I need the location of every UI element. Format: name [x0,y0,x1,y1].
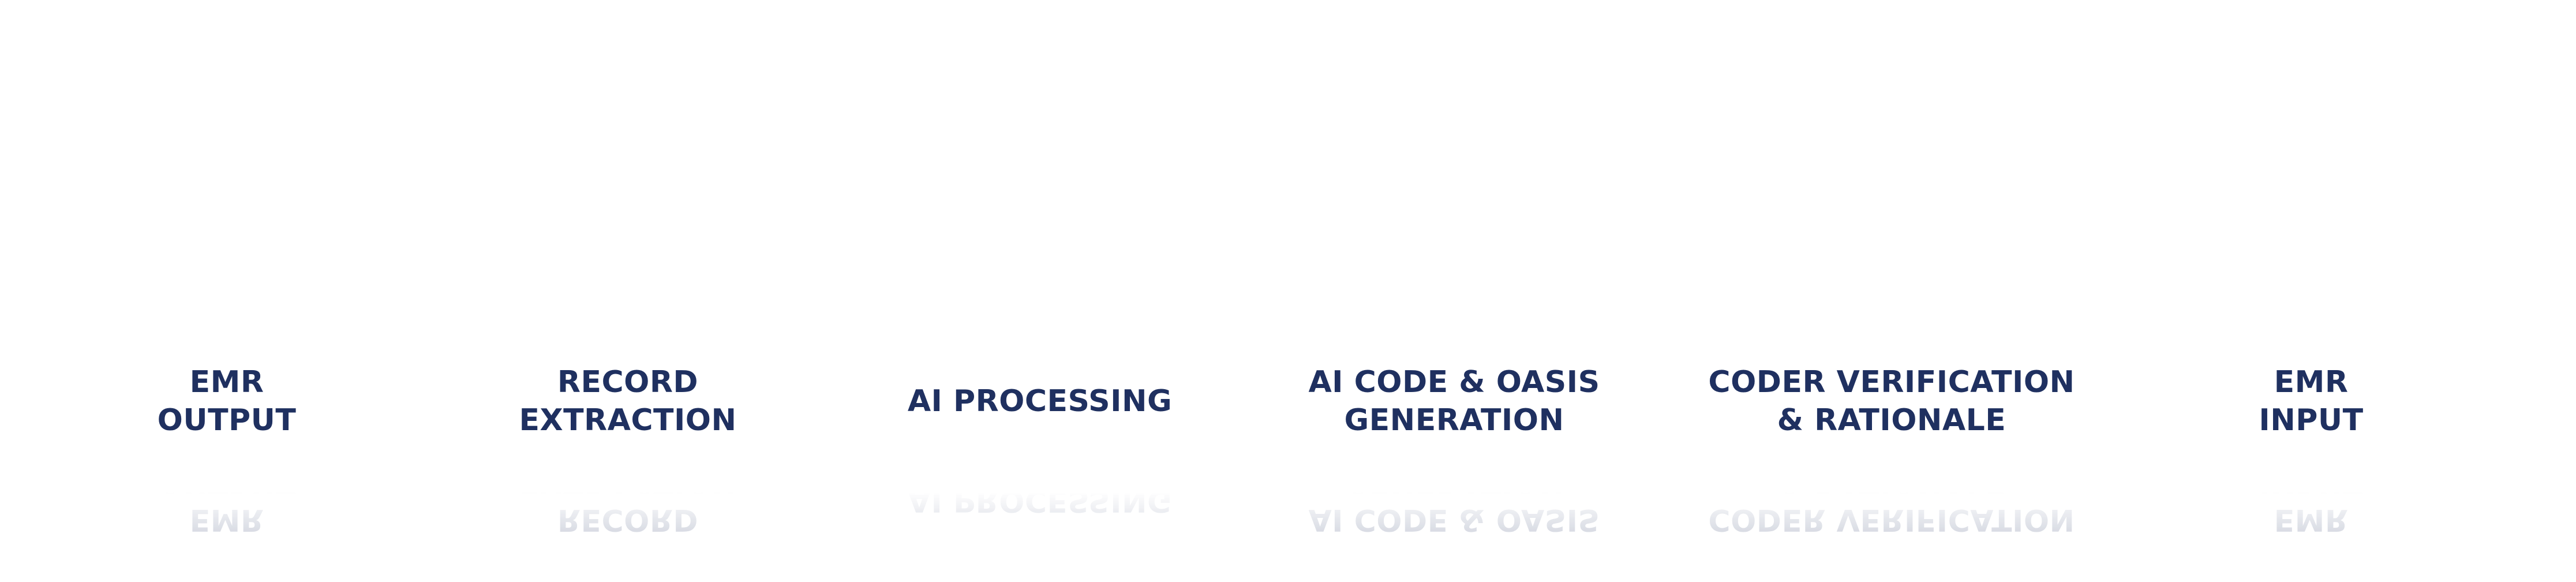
reflection-line: AI PROCESSING [907,483,1173,518]
step-label-line: GENERATION [1344,403,1564,438]
step-label-line: AI PROCESSING [907,384,1173,419]
step-emr-output: EMR OUTPUT EMR OUTPUT [19,358,435,537]
step-label-line: CODER VERIFICATION [1708,365,2075,400]
step-ai-processing: AI PROCESSING AI PROCESSING [832,358,1248,531]
step-label-line: EXTRACTION [519,403,737,438]
step-label-line: INPUT [2259,403,2364,438]
step-label: EMR OUTPUT [19,358,435,445]
step-label-line: RECORD [557,365,699,400]
reflection-line: CODER VERIFICATION [1708,502,2075,537]
step-label: RECORD EXTRACTION [420,358,836,445]
step-label-line: EMR [2274,365,2349,400]
step-label-line: OUTPUT [157,403,297,438]
step-label-reflection: EMR OUTPUT [19,457,435,544]
reflection-line: AI CODE & OASIS [1308,502,1600,537]
reflection-line: EMR [189,502,264,537]
step-label: AI CODE & OASIS GENERATION [1246,358,1662,445]
step-label-line: EMR [189,365,264,400]
step-coder-verification-rationale: CODER VERIFICATION & RATIONALE CODER VER… [1684,358,2099,537]
reflection-line: INPUT [2259,464,2364,499]
step-label-reflection: AI PROCESSING [832,457,1248,544]
step-label-reflection: AI CODE & OASIS GENERATION [1246,457,1662,544]
reflection-line: OUTPUT [157,464,297,499]
step-label: CODER VERIFICATION & RATIONALE [1684,358,2099,445]
reflection-line: GENERATION [1344,464,1564,499]
reflection-line: EXTRACTION [519,464,737,499]
step-ai-code-oasis-generation: AI CODE & OASIS GENERATION AI CODE & OAS… [1246,358,1662,537]
reflection-line: & RATIONALE [1777,464,2006,499]
step-label: EMR INPUT [2103,358,2519,445]
step-label-line: AI CODE & OASIS [1308,365,1600,400]
reflection-line: RECORD [557,502,699,537]
reflection-line: EMR [2274,502,2349,537]
step-label-line: & RATIONALE [1777,403,2006,438]
step-label: AI PROCESSING [832,358,1248,445]
step-label-reflection: CODER VERIFICATION & RATIONALE [1684,457,2099,544]
step-emr-input: EMR INPUT EMR INPUT [2103,358,2519,537]
step-label-reflection: EMR INPUT [2103,457,2519,544]
step-record-extraction: RECORD EXTRACTION RECORD EXTRACTION [420,358,836,537]
step-label-reflection: RECORD EXTRACTION [420,457,836,544]
